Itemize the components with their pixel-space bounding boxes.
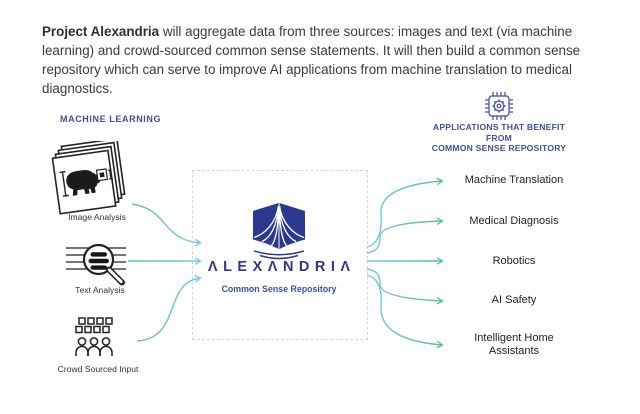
arrow-repo-to-ai-safety: [366, 268, 444, 305]
elephant-trunk: [92, 172, 97, 185]
intro-text: will aggregate data from three sources: …: [42, 24, 581, 96]
applications-section-label: APPLICATIONS THAT BENEFIT FROM COMMON SE…: [419, 122, 579, 154]
app-item-medical-diagnosis: Medical Diagnosis: [469, 215, 559, 227]
open-book-icon: [253, 203, 305, 260]
small-i-beam-mark: [107, 169, 113, 180]
applications-label-line1: APPLICATIONS THAT BENEFIT FROM: [432, 122, 566, 143]
elephant-silhouette: [66, 170, 101, 196]
i-beam-mark: [59, 170, 69, 197]
app-item-intelligent-home-assistants: Intelligent Home Assistants: [474, 332, 554, 357]
intro-paragraph: Project Alexandria will aggregate data f…: [42, 22, 608, 98]
lens-text-bars: [88, 252, 109, 270]
repository-dashed-box: [192, 170, 368, 340]
app-item-robotics: Robotics: [492, 255, 536, 267]
app-item-ai-safety: AI Safety: [491, 294, 537, 306]
crowd-sourced-label: Crowd Sourced Input: [57, 364, 139, 374]
microchip-gear-icon: [485, 92, 513, 120]
arrow-repo-to-machine-translation: [366, 177, 444, 248]
arrow-repo-to-medical-diagnosis: [366, 217, 444, 254]
text-analysis-label: Text Analysis: [75, 285, 125, 295]
alexandria-wordmark: ΛLEXΛNDRIΛ: [207, 259, 356, 275]
repository-caption: Common Sense Repository: [221, 284, 337, 294]
machine-learning-label: MACHINE LEARNING: [60, 114, 162, 124]
applications-label-line2: COMMON SENSE REPOSITORY: [431, 143, 567, 153]
project-name: Project Alexandria: [42, 24, 160, 39]
crowd-sourced-icon: [75, 317, 113, 356]
image-analysis-label: Image Analysis: [68, 212, 126, 222]
arrow-repo-to-home-assistants: [366, 274, 444, 349]
arrow-crowd-input-to-repo: [136, 274, 202, 342]
image-analysis-icon: [51, 141, 126, 215]
app-item-machine-translation: Machine Translation: [464, 174, 564, 186]
text-analysis-icon: [66, 243, 126, 286]
